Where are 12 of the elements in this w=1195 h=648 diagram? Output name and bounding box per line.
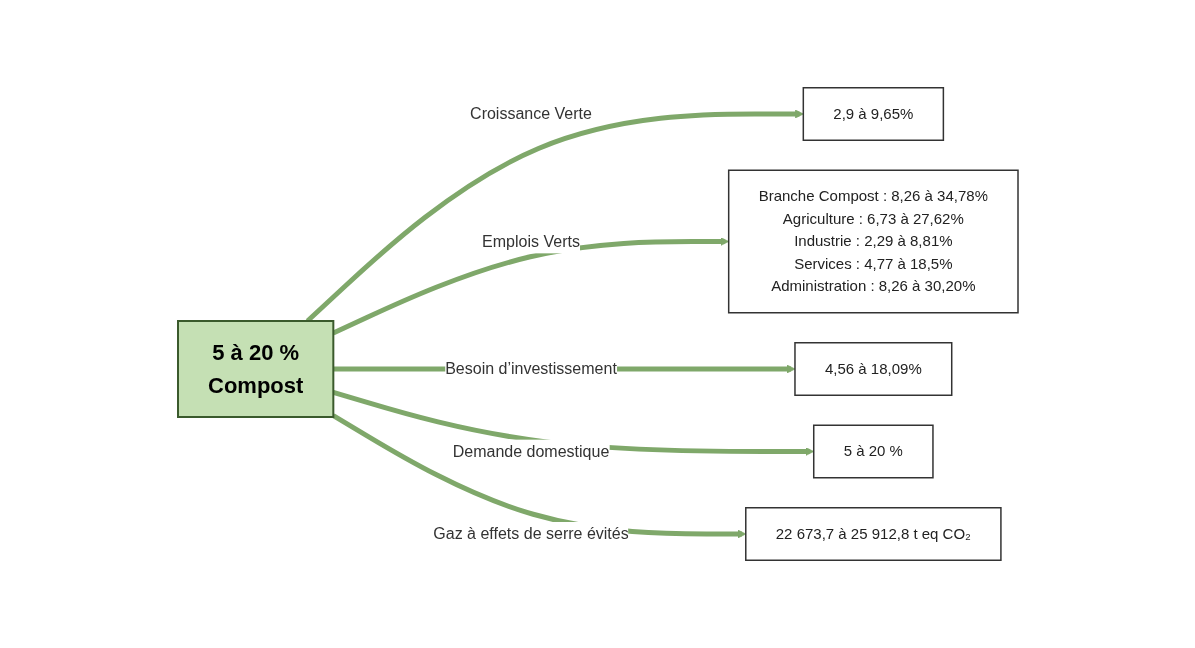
- edge-label: Gaz à effets de serre évités: [432, 525, 629, 542]
- edge-label: Demande domestique: [452, 442, 609, 460]
- edge-label: Emplois Verts: [481, 232, 580, 250]
- node-box: 5 à 20 %: [812, 424, 934, 479]
- node-box: 5 à 20 % Compost: [176, 320, 334, 418]
- edge-label: Besoin d’investissement: [444, 360, 617, 377]
- node-box: Branche Compost : 8,26 à 34,78% Agriculture : 6,73 à 27,62% Industrie : 2,29 à 8,81% Services : 4,77 à 18,5% Administration : 8,26 à 30,20%: [727, 169, 1019, 314]
- node-box: 4,56 à 18,09%: [793, 342, 952, 396]
- edge-label: Croissance Verte: [469, 105, 592, 122]
- node-box: 22 673,7 à 25 912,8 t eq CO₂: [744, 507, 1002, 561]
- arrow: [331, 413, 746, 539]
- node-box: 2,9 à 9,65%: [802, 87, 944, 141]
